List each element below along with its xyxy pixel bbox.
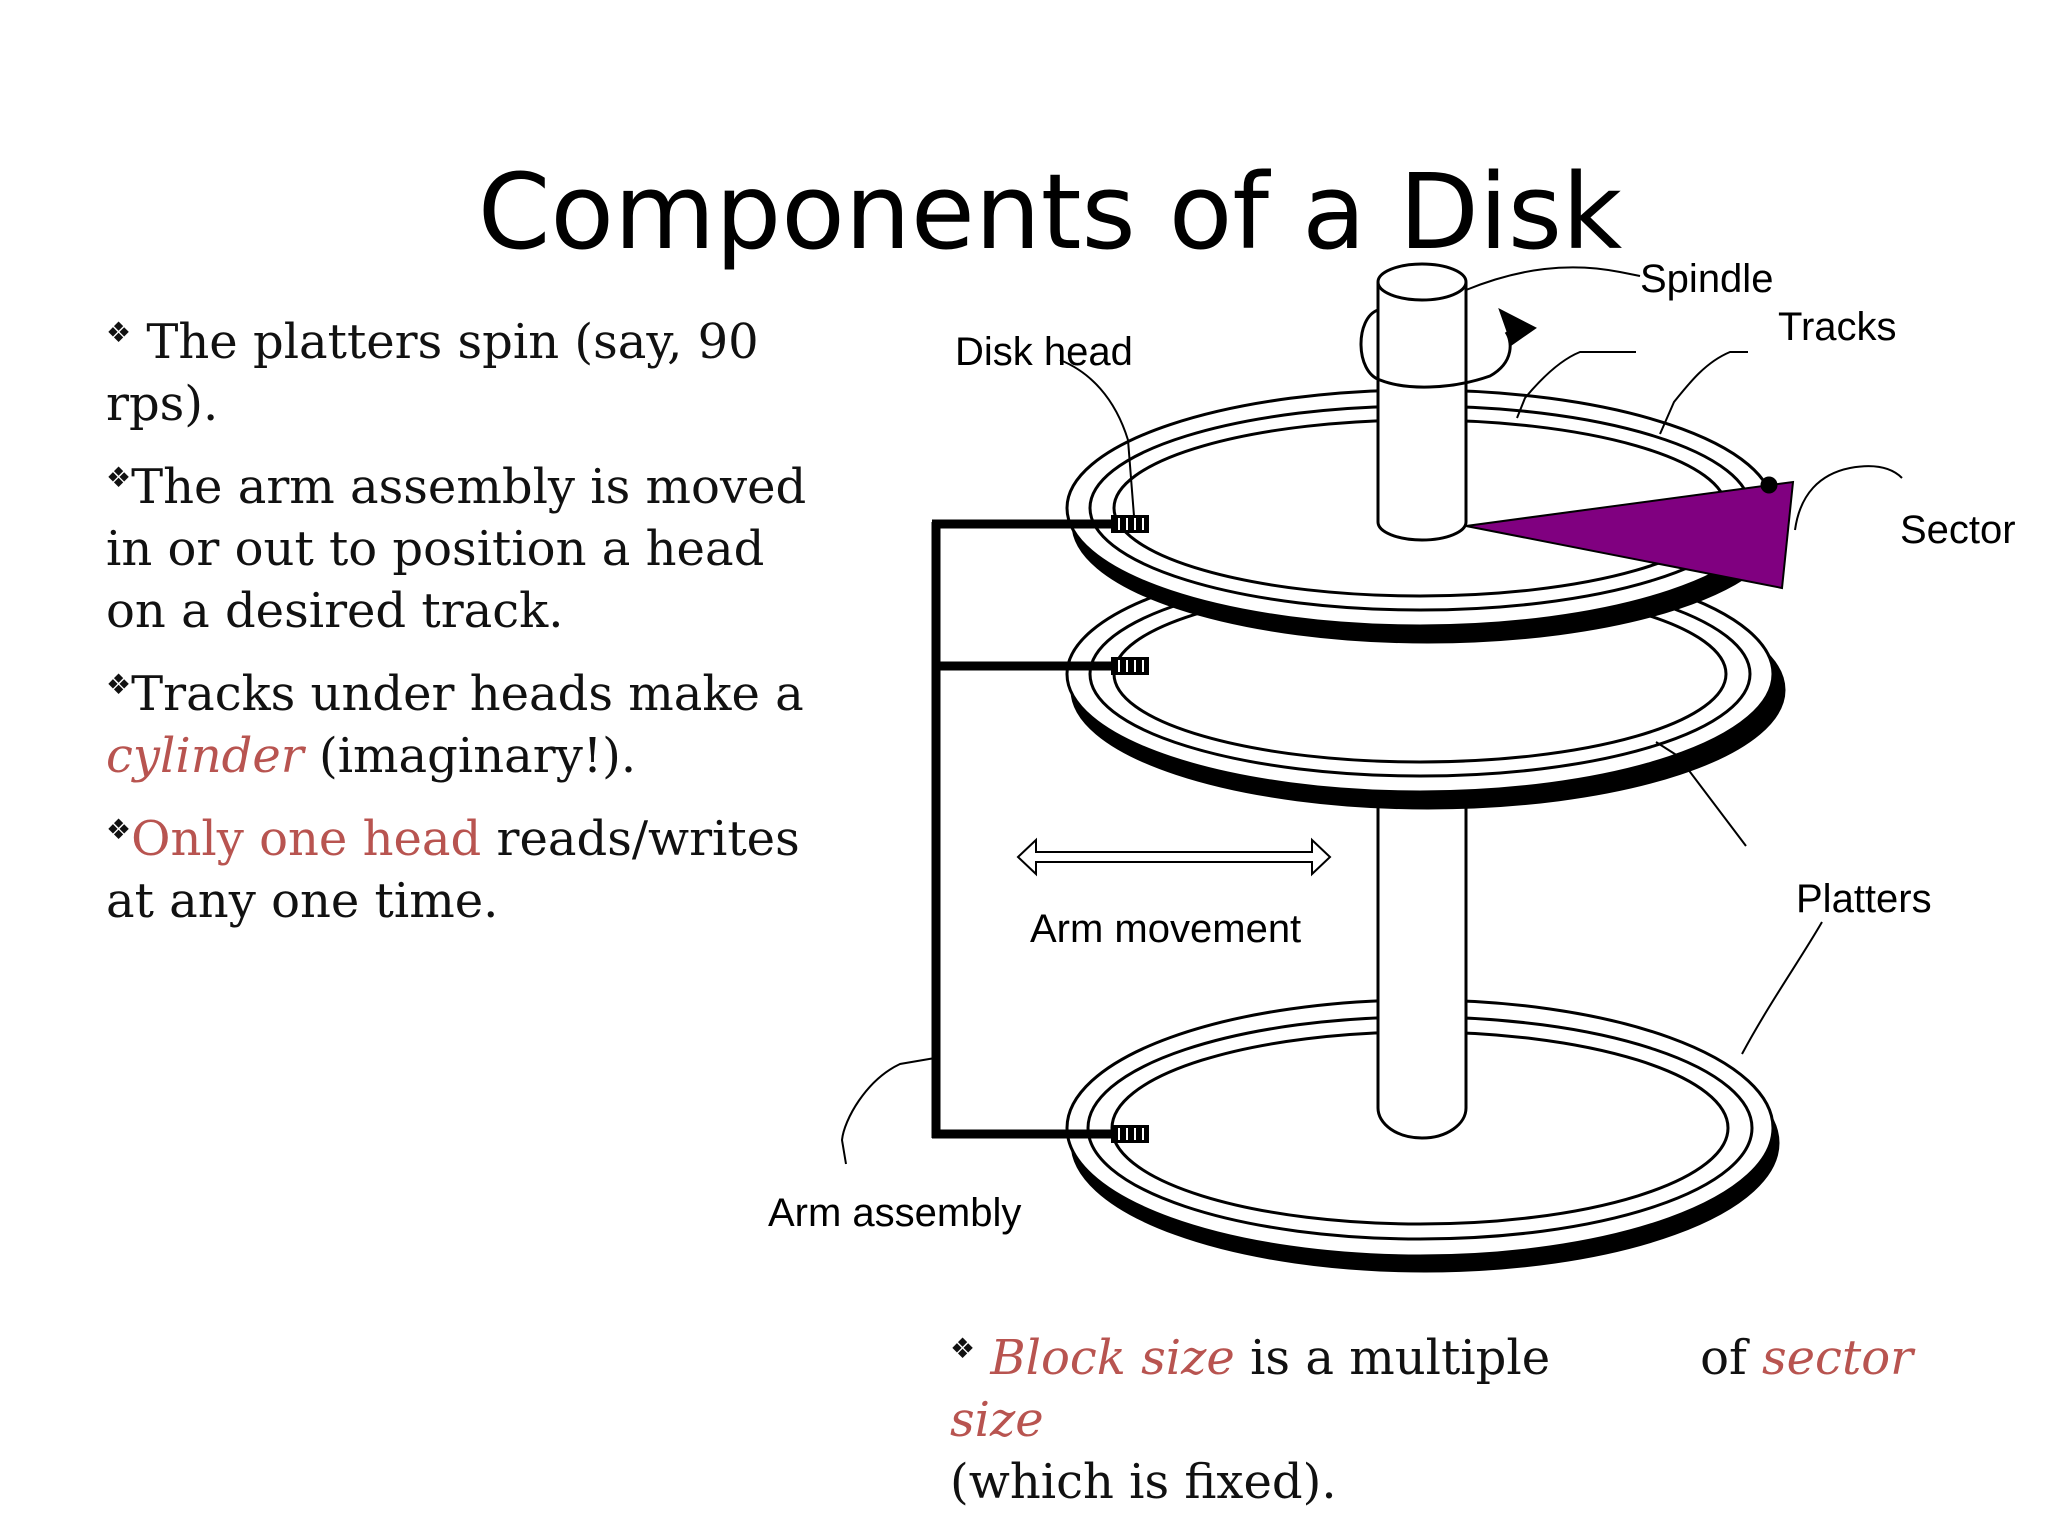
- block-size-note: ❖ Block size is a multiple of sector size…: [950, 1318, 1950, 1513]
- diamond-bullet-icon: ❖: [950, 1332, 976, 1365]
- label-arm-movement: Arm movement: [1030, 907, 1301, 951]
- bullet-text: The platters spin (say, 90 rps).: [106, 314, 759, 432]
- slide-title: Components of a Disk: [477, 151, 1623, 273]
- diamond-bullet-icon: ❖: [106, 316, 132, 349]
- one-head-term: Only one head: [131, 811, 482, 867]
- leader-lines: [840, 266, 1903, 1165]
- arm-movement-arrow: [1016, 837, 1332, 877]
- bullet-text: reads/writes at any one time.: [106, 811, 800, 929]
- sector-pointer-dot: [1760, 476, 1778, 494]
- label-tracks: Tracks: [1778, 305, 1897, 349]
- label-platters: Platters: [1796, 877, 1932, 921]
- note-text: is a multiple: [1234, 1330, 1551, 1386]
- note-text: (which is fixed).: [950, 1454, 1337, 1510]
- bullet-cylinder: ❖Tracks under heads make a cylinder (ima…: [106, 654, 826, 787]
- diamond-bullet-icon: ❖: [106, 668, 132, 701]
- bullet-platters-spin: ❖ The platters spin (say, 90 rps).: [106, 302, 826, 435]
- note-text: of: [1700, 1330, 1763, 1386]
- sector-size-term: sector size: [950, 1330, 1914, 1448]
- cylinder-term: cylinder: [106, 728, 304, 784]
- bullet-one-head: ❖Only one head reads/writes at any one t…: [106, 799, 826, 932]
- arm-assembly: [931, 519, 1112, 1139]
- label-disk-head: Disk head: [955, 330, 1133, 374]
- bullet-text: The arm assembly is moved in or out to p…: [106, 459, 807, 639]
- sector-wedge: [1465, 480, 1795, 590]
- bullet-text: (imaginary!).: [303, 728, 637, 784]
- bullet-arm-assembly: ❖The arm assembly is moved in or out to …: [106, 447, 826, 642]
- bullet-text: Tracks under heads make a: [131, 666, 804, 722]
- diamond-bullet-icon: ❖: [106, 813, 132, 846]
- spindle-shaft-lower: [1376, 800, 1468, 1140]
- label-arm-assembly: Arm assembly: [768, 1191, 1021, 1235]
- label-sector: Sector: [1900, 508, 2016, 552]
- spindle: [1359, 262, 1512, 542]
- diamond-bullet-icon: ❖: [106, 461, 132, 494]
- bullet-list: ❖ The platters spin (say, 90 rps). ❖The …: [106, 302, 826, 944]
- rotation-arrowhead-icon: [1498, 307, 1537, 346]
- label-spindle: Spindle: [1640, 257, 1773, 301]
- disk-heads: [1111, 515, 1149, 1143]
- block-size-term: Block size: [990, 1330, 1235, 1386]
